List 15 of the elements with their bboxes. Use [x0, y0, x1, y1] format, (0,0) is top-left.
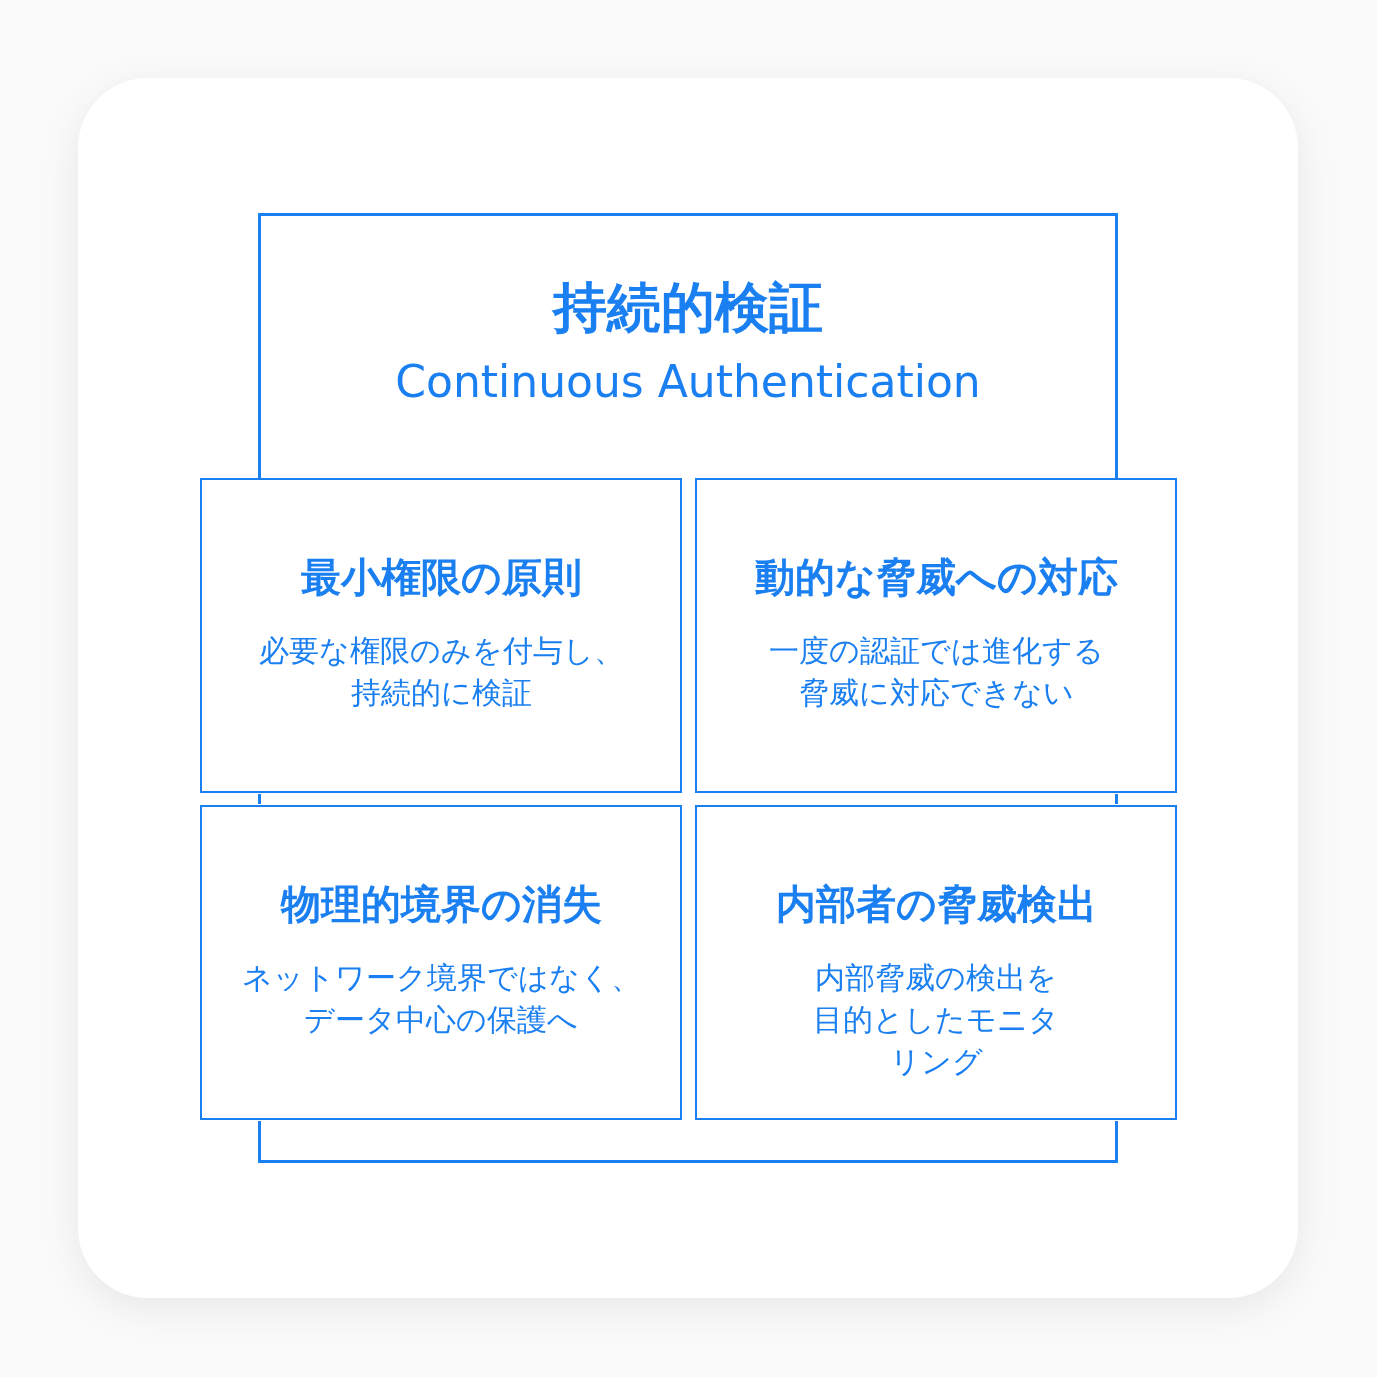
description: 内部脅威の検出を目的としたモニタリング	[812, 959, 1060, 1081]
principle-box	[200, 805, 682, 1120]
description: ネットワーク境界ではなく、データ中心の保護へ	[240, 959, 642, 1039]
main-box	[258, 213, 1118, 479]
heading: 最小権限の原則	[300, 553, 582, 602]
heading: 物理的境界の消失	[280, 880, 602, 929]
principle-box	[695, 805, 1177, 1120]
subtitle: Continuous Authentication	[395, 354, 981, 409]
principle-box	[695, 478, 1177, 793]
description: 一度の認証では進化する脅威に対応できない	[767, 632, 1105, 712]
heading: 動的な脅威への対応	[754, 553, 1118, 602]
heading: 内部者の脅威検出	[775, 880, 1097, 929]
description: 必要な権限のみを付与し、持続的に検証	[257, 632, 625, 712]
heading: 持続的検証	[553, 275, 823, 341]
principle-box	[200, 478, 682, 793]
